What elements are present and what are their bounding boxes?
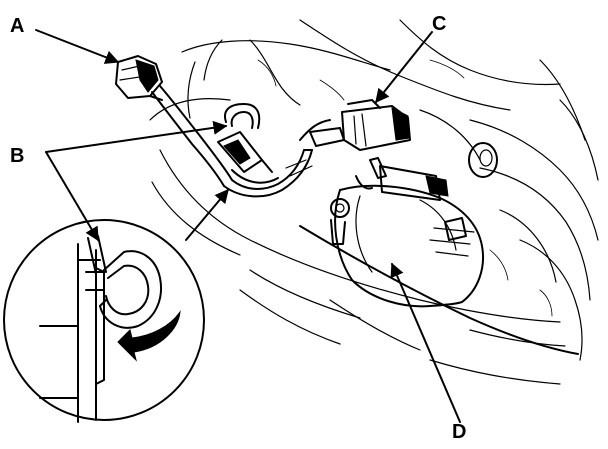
curved-arrow-icon	[117, 310, 181, 362]
detail-inset	[3, 219, 205, 423]
harness-clip-b	[217, 103, 279, 184]
callout-b: B	[10, 145, 24, 167]
leader-lines	[35, 29, 461, 423]
arrow-icon	[185, 188, 229, 241]
leader-d	[390, 262, 461, 423]
connector-a	[115, 55, 163, 101]
leader-b-inset	[45, 151, 99, 242]
connector-c	[299, 99, 411, 151]
wire-harness	[151, 85, 313, 198]
starter-motor	[330, 157, 484, 308]
leader-a	[35, 29, 120, 64]
leader-b-top	[45, 120, 228, 153]
leader-c	[375, 31, 433, 104]
callout-c: C	[432, 13, 446, 35]
callout-a: A	[10, 15, 24, 37]
engine-background	[149, 19, 599, 385]
callout-d: D	[452, 421, 466, 443]
